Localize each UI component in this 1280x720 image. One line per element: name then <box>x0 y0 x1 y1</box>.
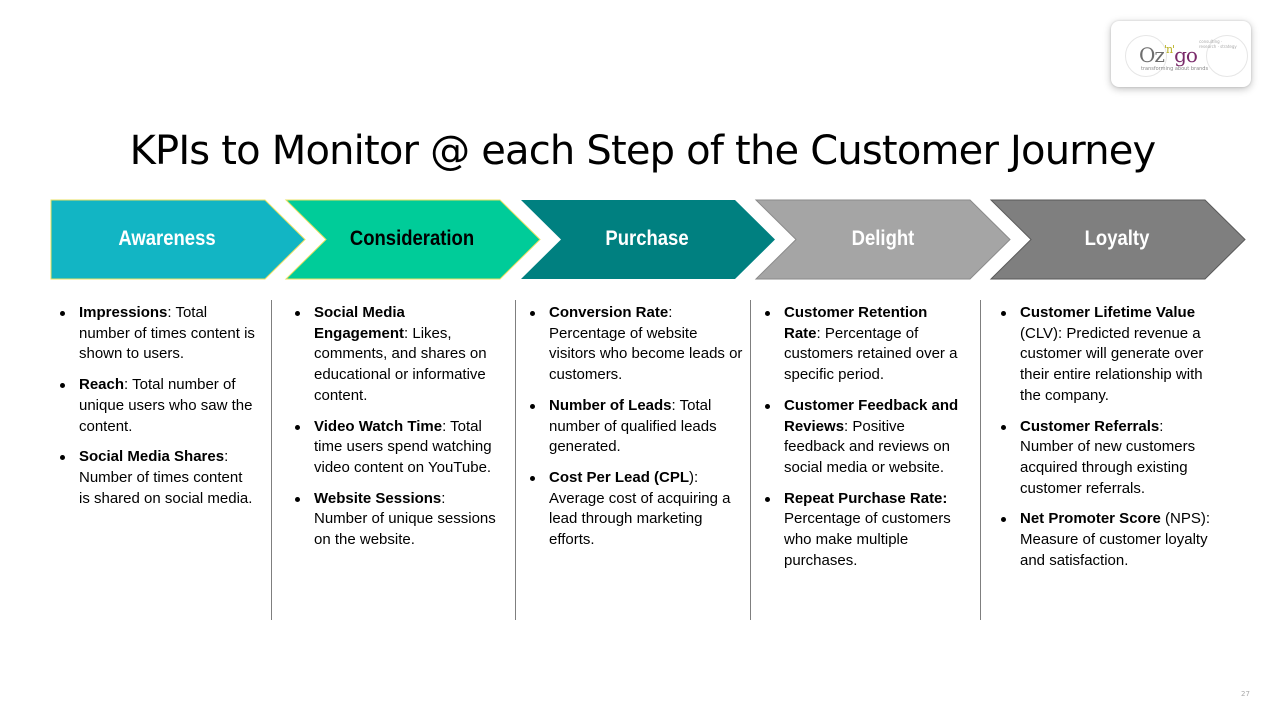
kpi-item: Customer Retention Rate: Percentage of c… <box>756 303 966 386</box>
bullet-icon <box>60 383 65 389</box>
chevron-consideration <box>284 199 541 280</box>
kpi-term: Customer Referrals <box>1020 417 1160 435</box>
bullet-icon <box>295 311 300 316</box>
kpi-description: ): Average cost of acquiring a lead thro… <box>549 468 731 549</box>
kpi-term: Repeat Purchase Rate: <box>784 489 948 507</box>
bullet-icon <box>530 475 535 481</box>
chevron-loyalty <box>989 199 1246 280</box>
kpi-term: Customer Retention Rate <box>784 304 928 342</box>
step-label-loyalty: Loyalty <box>1084 227 1150 250</box>
logo-wordmark-go: go <box>1174 43 1198 67</box>
kpi-term: Video Watch Time <box>314 417 443 435</box>
kpi-column-awareness: Impressions: Total number of times conte… <box>51 303 256 519</box>
kpi-item: Customer Feedback and Reviews: Positive … <box>756 396 966 479</box>
page-number: 27 <box>1241 690 1250 698</box>
column-divider <box>980 300 981 620</box>
kpi-item: Net Promoter Score (NPS): Measure of cus… <box>992 509 1217 571</box>
company-logo: consulting · research · strategy Oz'n'go… <box>1111 21 1251 87</box>
kpi-column-delight: Customer Retention Rate: Percentage of c… <box>756 303 966 581</box>
logo-fine-print: consulting · research · strategy <box>1199 39 1237 49</box>
bullet-icon <box>530 311 535 316</box>
chevron-delight <box>754 199 1011 280</box>
kpi-column-consideration: Social Media Engagement: Likes, comments… <box>286 303 496 561</box>
kpi-term: Website Sessions <box>314 489 442 507</box>
kpi-item: Repeat Purchase Rate: Percentage of cust… <box>756 489 966 572</box>
kpi-item: Impressions: Total number of times conte… <box>51 303 256 365</box>
kpi-term: Reach <box>79 376 125 394</box>
kpi-term: Customer Feedback and Reviews <box>784 396 959 435</box>
bullet-icon <box>295 424 300 430</box>
kpi-item: Video Watch Time: Total time users spend… <box>286 417 496 479</box>
column-divider <box>750 300 751 620</box>
logo-wordmark-oz: Oz <box>1139 43 1165 67</box>
kpi-term: Conversion Rate <box>549 304 669 321</box>
kpi-item: Website Sessions: Number of unique sessi… <box>286 489 496 551</box>
bullet-icon <box>1001 517 1006 523</box>
kpi-term: Impressions <box>79 304 168 321</box>
kpi-term: Cost Per Lead (CPL <box>549 468 690 486</box>
kpi-term: Social Media Engagement <box>314 304 405 342</box>
bullet-icon <box>530 403 535 409</box>
logo-tagline: transforming about brands <box>1141 66 1209 72</box>
kpi-description: : Number of new customers acquired throu… <box>1020 417 1196 497</box>
bullet-icon <box>60 455 65 461</box>
kpi-description: (NPS): Measure of customer loyalty and s… <box>1020 510 1211 569</box>
kpi-description: : Total time users spend watching video … <box>314 417 492 476</box>
kpi-column-loyalty: Customer Lifetime Value (CLV): Predicted… <box>992 303 1217 581</box>
bullet-icon <box>765 403 770 409</box>
step-label-awareness: Awareness <box>118 227 216 250</box>
step-label-consideration: Consideration <box>349 227 475 250</box>
bullet-icon <box>765 496 770 502</box>
kpi-term: Social Media Shares <box>79 448 225 466</box>
kpi-item: Reach: Total number of unique users who … <box>51 375 256 437</box>
bullet-icon <box>1001 424 1006 430</box>
kpi-description: : Likes, comments, and shares on educati… <box>314 324 487 404</box>
kpi-description: : Total number of qualified leads genera… <box>549 396 717 456</box>
kpi-column-purchase: Conversion Rate: Percentage of website v… <box>521 303 743 561</box>
logo-wordmark-n: 'n' <box>1163 43 1175 56</box>
kpi-description: : Total number of times content is shown… <box>79 304 255 363</box>
step-label-purchase: Purchase <box>605 227 689 250</box>
bullet-icon <box>1001 311 1006 316</box>
kpi-description: : Percentage of website visitors who bec… <box>549 304 743 384</box>
chevron-awareness <box>50 199 306 280</box>
kpi-item: Conversion Rate: Percentage of website v… <box>521 303 743 386</box>
kpi-term: Number of Leads <box>549 396 672 414</box>
step-label-delight: Delight <box>851 227 915 250</box>
kpi-item: Customer Lifetime Value (CLV): Predicted… <box>992 303 1217 407</box>
kpi-term: Customer Lifetime Value <box>1020 304 1196 321</box>
kpi-description: : Number of unique sessions on the websi… <box>314 489 496 549</box>
logo-ring-decoration <box>1125 35 1167 77</box>
kpi-term: Net Promoter Score <box>1020 510 1161 528</box>
kpi-description: Percentage of customers who make multipl… <box>784 510 951 569</box>
bullet-icon <box>765 311 770 316</box>
kpi-description: : Positive feedback and reviews on socia… <box>784 417 950 476</box>
bullet-icon <box>295 496 300 502</box>
kpi-description: : Total number of unique users who saw t… <box>79 376 253 435</box>
kpi-description: : Number of times content is shared on s… <box>79 448 253 507</box>
logo-wordmark: Oz'n'go <box>1139 43 1198 67</box>
kpi-item: Social Media Engagement: Likes, comments… <box>286 303 496 407</box>
kpi-item: Cost Per Lead (CPL): Average cost of acq… <box>521 468 743 551</box>
journey-chevrons <box>50 199 1246 280</box>
column-divider <box>271 300 272 620</box>
logo-ring-decoration <box>1206 35 1248 77</box>
kpi-item: Customer Referrals: Number of new custom… <box>992 417 1217 500</box>
kpi-item: Number of Leads: Total number of qualifi… <box>521 396 743 458</box>
kpi-description: : Percentage of customers retained over … <box>784 324 958 384</box>
chevron-purchase <box>521 200 775 279</box>
bullet-icon <box>60 311 65 316</box>
kpi-item: Social Media Shares: Number of times con… <box>51 447 256 509</box>
column-divider <box>515 300 516 620</box>
kpi-description: (CLV): Predicted revenue a customer will… <box>1020 324 1204 404</box>
slide-title: KPIs to Monitor @ each Step of the Custo… <box>129 128 1157 174</box>
